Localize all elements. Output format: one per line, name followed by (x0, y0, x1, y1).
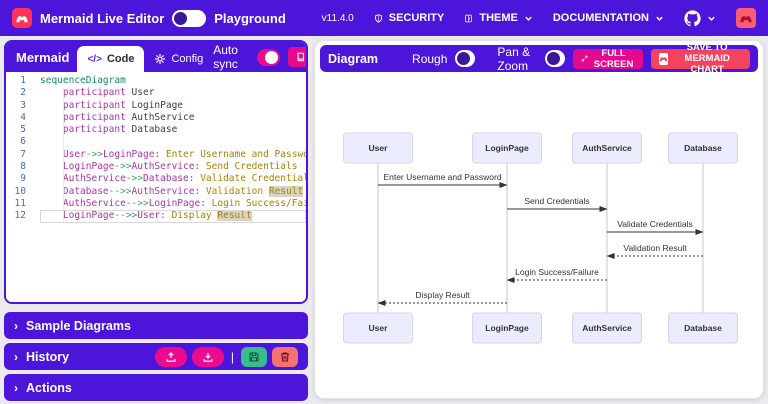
chevron-down-icon (656, 16, 663, 21)
book-icon (296, 52, 306, 62)
editor-panel: Mermaid </> Code Config Auto sync DOCS 1… (4, 40, 308, 304)
svg-text:AuthService: AuthService (582, 143, 632, 153)
chevron-down-icon (525, 16, 532, 21)
svg-text:Enter Username and Password: Enter Username and Password (383, 172, 501, 182)
nav-theme[interactable]: THEME (464, 12, 533, 24)
full-screen-button[interactable]: FULL SCREEN (572, 48, 644, 70)
code-icon: </> (87, 53, 102, 65)
svg-text:LoginPage: LoginPage (485, 323, 529, 333)
svg-text:LoginPage: LoginPage (485, 143, 529, 153)
rough-toggle[interactable] (455, 50, 476, 67)
svg-text:Database: Database (684, 143, 722, 153)
nav-github[interactable] (684, 9, 716, 27)
svg-text:Validate Credentials: Validate Credentials (617, 219, 692, 229)
version-label: v11.4.0 (321, 12, 354, 24)
mermaid-chart-icon[interactable] (736, 8, 756, 28)
auto-sync-toggle[interactable] (256, 48, 280, 66)
auto-sync-label: Auto sync (213, 43, 238, 71)
chevron-right-icon: › (14, 349, 18, 364)
diagram-panel: Diagram Rough Pan & Zoom FULL SCREEN SAV… (314, 40, 764, 399)
save-history-button[interactable] (241, 346, 267, 367)
pan-zoom-label: Pan & Zoom (497, 44, 531, 73)
shield-icon (374, 13, 383, 23)
trash-icon (281, 351, 289, 362)
download-icon (203, 352, 213, 362)
top-nav: v11.4.0 SECURITY THEME DOCUMENTATION (322, 8, 756, 28)
section-actions[interactable]: › Actions (4, 374, 308, 401)
brand: Mermaid Live Editor Playground (12, 8, 286, 28)
section-history[interactable]: › History | (4, 343, 308, 370)
pan-zoom-toggle[interactable] (544, 50, 565, 67)
theme-icon (464, 14, 473, 23)
svg-text:User: User (369, 323, 389, 333)
editor-panel-header: Mermaid </> Code Config Auto sync DOCS (6, 42, 306, 72)
sequence-diagram: UserUserLoginPageLoginPageAuthServiceAut… (343, 132, 738, 344)
diagram-panel-header: Diagram Rough Pan & Zoom FULL SCREEN SAV… (320, 42, 758, 75)
panel-title: Mermaid (16, 49, 70, 65)
mermaid-logo-icon[interactable] (12, 8, 32, 28)
app-title: Mermaid Live Editor (40, 10, 165, 26)
svg-text:Display Result: Display Result (415, 290, 470, 300)
github-icon (684, 9, 701, 27)
nav-documentation[interactable]: DOCUMENTATION (553, 12, 664, 24)
top-bar: Mermaid Live Editor Playground v11.4.0 S… (0, 0, 768, 36)
playground-toggle[interactable] (172, 9, 207, 27)
svg-text:Validation Result: Validation Result (623, 243, 687, 253)
rough-label: Rough (412, 51, 448, 66)
playground-label: Playground (214, 10, 286, 26)
chevron-right-icon: › (14, 380, 18, 395)
svg-text:AuthService: AuthService (582, 323, 632, 333)
tab-code[interactable]: </> Code (77, 46, 145, 72)
save-to-mermaid-chart-button[interactable]: SAVE TO MERMAID CHART (651, 42, 751, 75)
svg-text:Database: Database (684, 323, 722, 333)
mermaid-chart-icon (659, 52, 669, 65)
section-sample-diagrams[interactable]: › Sample Diagrams (4, 312, 308, 339)
chevron-right-icon: › (14, 318, 18, 333)
save-icon (249, 351, 259, 362)
chevron-down-icon (708, 16, 715, 21)
tab-config[interactable]: Config (144, 46, 213, 72)
upload-history-button[interactable] (154, 346, 187, 367)
diagram-title: Diagram (328, 51, 379, 66)
svg-text:Send Credentials: Send Credentials (524, 196, 589, 206)
svg-text:Login Success/Failure: Login Success/Failure (515, 267, 599, 277)
svg-text:User: User (369, 143, 389, 153)
docs-button[interactable]: DOCS (287, 47, 306, 67)
nav-security[interactable]: SECURITY (374, 12, 444, 24)
delete-history-button[interactable] (272, 346, 298, 367)
expand-icon (581, 55, 588, 62)
upload-icon (166, 351, 176, 362)
download-history-button[interactable] (191, 346, 224, 367)
gear-icon (154, 53, 166, 65)
separator: | (230, 349, 234, 364)
